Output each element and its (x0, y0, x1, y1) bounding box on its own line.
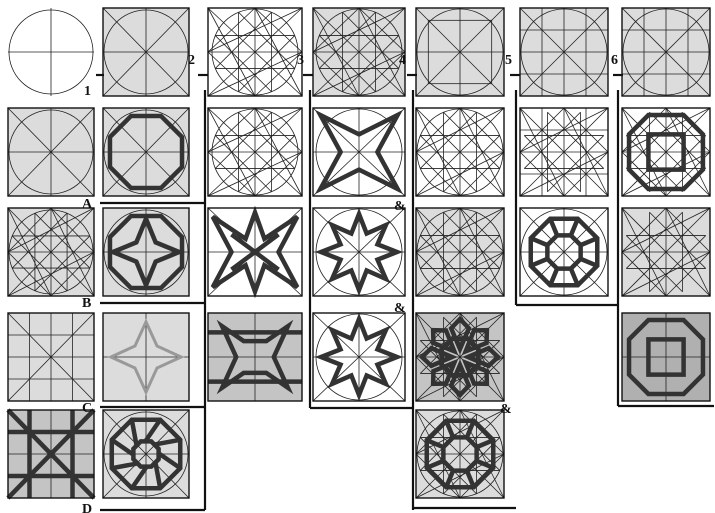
row-letter-c: C (82, 401, 92, 416)
ampersand-1: & (394, 199, 406, 214)
tile-c4-r2 (416, 208, 504, 296)
tile-c0-r0 (8, 8, 94, 96)
row-letter-b: B (82, 296, 91, 311)
tile-c0-r1 (8, 108, 94, 196)
tile-c0-r2 (8, 208, 94, 296)
tile-c4-r0 (416, 8, 504, 96)
column-number-3: 3 (297, 53, 304, 68)
tile-c1-r1 (103, 108, 189, 196)
tile-c3-r2 (313, 208, 405, 296)
tile-c2-r0 (208, 8, 302, 96)
column-number-6: 6 (611, 53, 618, 68)
tile-c4-r4 (416, 410, 504, 498)
tile-c2-r3 (208, 313, 302, 401)
tile-c2-r2 (208, 208, 302, 296)
tile-c4-r1 (416, 108, 504, 196)
column-number-5: 5 (505, 53, 512, 68)
row-letter-a: A (82, 197, 93, 212)
column-number-1: 1 (84, 84, 91, 99)
tile-c1-r0 (103, 8, 189, 96)
tile-c5-r0 (520, 8, 608, 96)
tile-c3-r3 (313, 313, 405, 401)
tile-c6-r3 (622, 313, 710, 401)
tile-c0-r3 (8, 313, 94, 401)
tile-c5-r2 (520, 208, 608, 296)
tile-c1-r4 (103, 410, 189, 498)
tile-c6-r1 (622, 108, 710, 196)
tile-c6-r0 (622, 8, 710, 96)
tile-c3-r0 (313, 8, 405, 96)
column-number-2: 2 (188, 53, 195, 68)
tile-c5-r1 (520, 108, 608, 196)
tile-c0-r4 (8, 410, 94, 498)
ampersand-3: & (500, 402, 512, 417)
column-number-4: 4 (399, 53, 406, 68)
tile-c1-r3 (103, 313, 189, 401)
tile-c3-r1 (313, 108, 405, 196)
tile-layer (8, 8, 710, 498)
tile-c2-r1 (208, 108, 302, 196)
tile-c1-r2 (103, 208, 189, 296)
tile-c4-r3 (416, 313, 504, 401)
ampersand-2: & (394, 301, 406, 316)
tile-c6-r2 (622, 208, 710, 296)
row-letter-d: D (82, 502, 92, 513)
